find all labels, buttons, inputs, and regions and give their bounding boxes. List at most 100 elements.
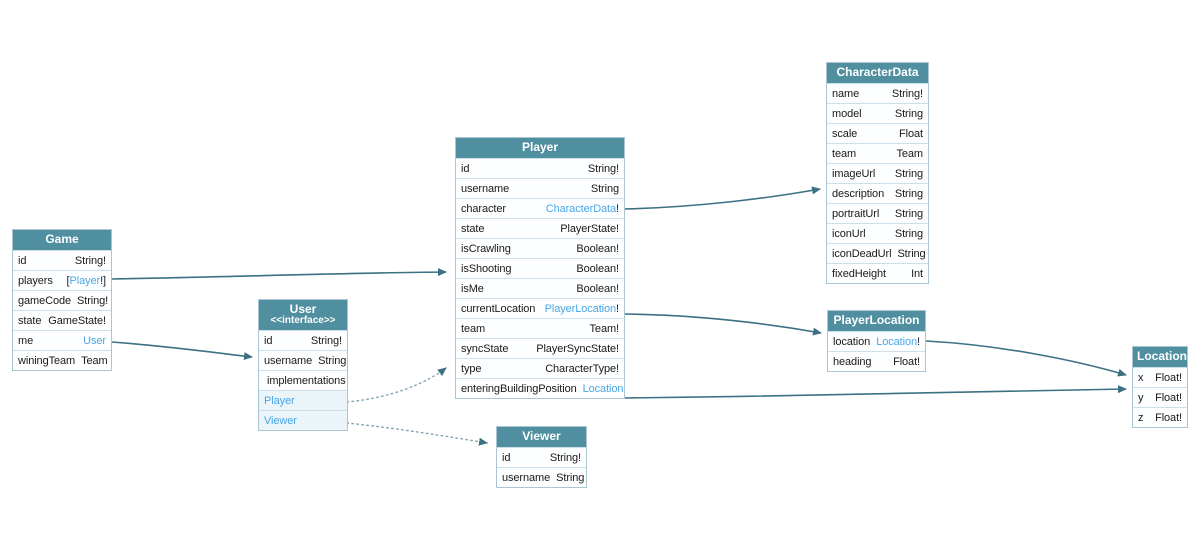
field-type: String [556, 472, 584, 484]
field-type: Float! [1155, 412, 1182, 424]
type-wrapper-close: String [590, 182, 619, 195]
field-type: PlayerLocation! [545, 303, 619, 315]
type-wrapper-close: Team [81, 354, 108, 367]
field-name: players [18, 274, 53, 287]
type-link-characterdata[interactable]: CharacterData [545, 202, 617, 215]
type-wrapper-close: Int [911, 267, 923, 280]
type-wrapper-close: Float! [893, 355, 920, 368]
type-header-playerlocation[interactable]: PlayerLocation [828, 311, 925, 331]
type-wrapper-close: String [894, 227, 923, 240]
field-type: String! [311, 335, 342, 347]
field-name: type [461, 362, 482, 375]
field-row-user-player[interactable]: Player [259, 390, 347, 410]
type-link-playerlocation[interactable]: PlayerLocation [544, 302, 617, 315]
field-name: id [502, 451, 511, 464]
field-type: [Player!] [66, 274, 107, 287]
field-name: id [18, 254, 27, 267]
field-name: implementations [267, 374, 346, 387]
field-name: currentLocation [461, 302, 536, 315]
field-row-playerlocation-location[interactable]: location Location! [828, 331, 925, 351]
field-row-game-winingteam[interactable]: winingTeam Team [13, 350, 111, 370]
type-title: Location [1137, 349, 1187, 363]
type-link-location[interactable]: Location [876, 335, 918, 348]
type-title: Game [45, 232, 79, 246]
type-link-location[interactable]: Location [582, 382, 624, 395]
field-type: String [895, 208, 923, 220]
implementation-link[interactable]: Viewer [264, 414, 297, 427]
type-wrapper-open: [ [66, 274, 70, 287]
field-row-player-currentlocation[interactable]: currentLocation PlayerLocation! [456, 298, 624, 318]
field-name: username [264, 354, 313, 367]
type-wrapper-close: Float! [1155, 411, 1182, 424]
field-type: PlayerState! [560, 223, 619, 235]
field-type: GameState! [48, 315, 106, 327]
field-row-user-viewer[interactable]: Viewer [259, 410, 347, 430]
field-name: team [461, 322, 486, 335]
type-header-viewer[interactable]: Viewer [497, 427, 586, 447]
type-link-user[interactable]: User [83, 334, 106, 347]
field-type: Float [899, 128, 923, 140]
field-type: String [895, 168, 923, 180]
type-wrapper-close: ! [917, 335, 920, 348]
field-type: Float! [1155, 372, 1182, 384]
type-header-player[interactable]: Player [456, 138, 624, 158]
field-name: location [833, 335, 871, 348]
field-name: name [832, 87, 860, 100]
field-row-user-implementations[interactable]: implementations [259, 370, 347, 390]
field-type: String [895, 228, 923, 240]
type-subtitle: <<interface>> [270, 315, 336, 326]
type-header-characterdata[interactable]: CharacterData [827, 63, 928, 83]
type-header-game[interactable]: Game [13, 230, 111, 250]
field-name: winingTeam [18, 354, 76, 367]
field-row-game-players[interactable]: players [Player!] [13, 270, 111, 290]
field-name: x [1138, 371, 1144, 384]
field-type: Boolean! [576, 263, 619, 275]
type-link-player[interactable]: Player [69, 274, 101, 287]
type-header-location[interactable]: Location [1133, 347, 1187, 367]
field-row-location-x[interactable]: x Float! [1133, 367, 1187, 387]
implementation-link[interactable]: Player [264, 394, 295, 407]
type-header-user[interactable]: User<<interface>> [259, 300, 347, 330]
